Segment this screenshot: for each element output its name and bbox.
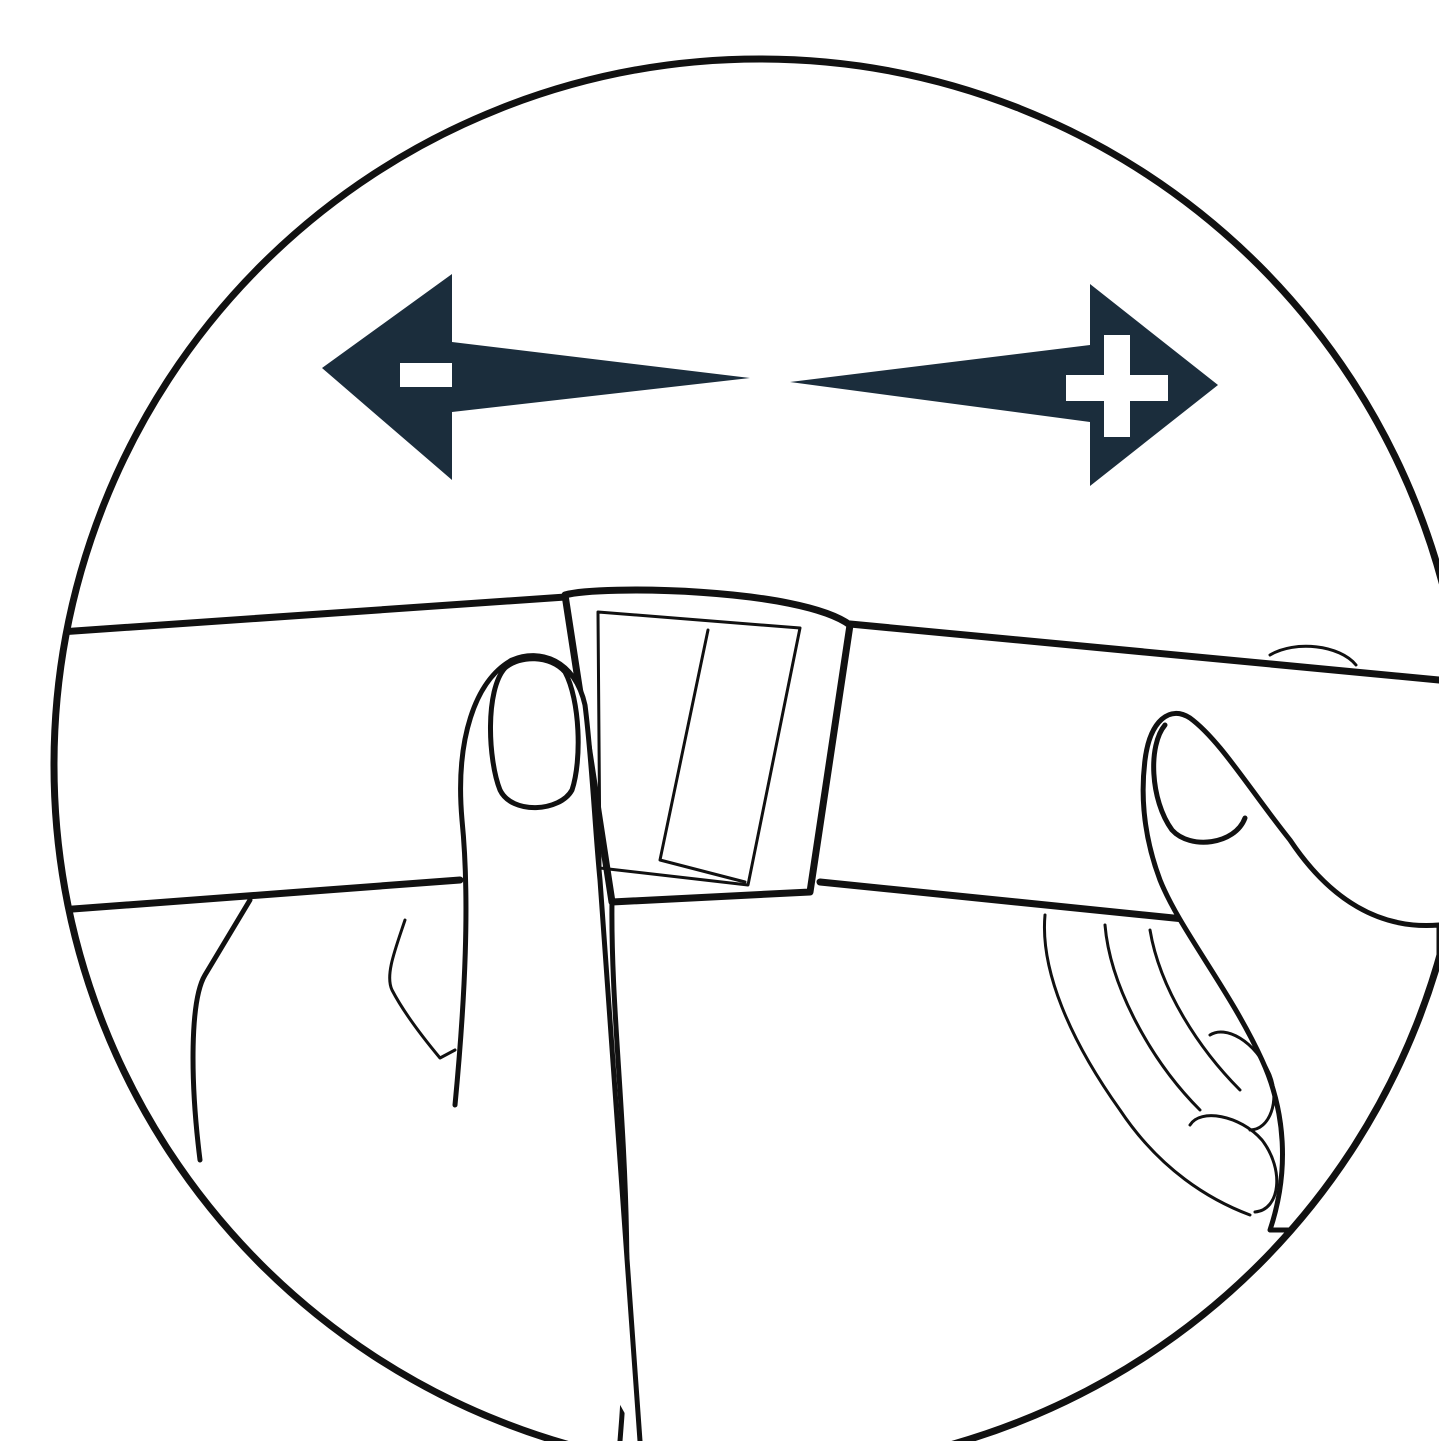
strap: [56, 592, 1439, 949]
buckle: [561, 586, 854, 906]
left-hand: [388, 653, 643, 1441]
frame-circle: [50, 55, 1439, 1441]
increase-arrow: [790, 284, 1218, 486]
right-hand: [1042, 644, 1439, 1233]
scene: [56, 586, 1439, 1441]
arm-outline: [190, 897, 253, 1163]
plus-icon: [1066, 335, 1168, 437]
minus-icon: [400, 363, 452, 387]
decrease-arrow: [322, 274, 750, 480]
